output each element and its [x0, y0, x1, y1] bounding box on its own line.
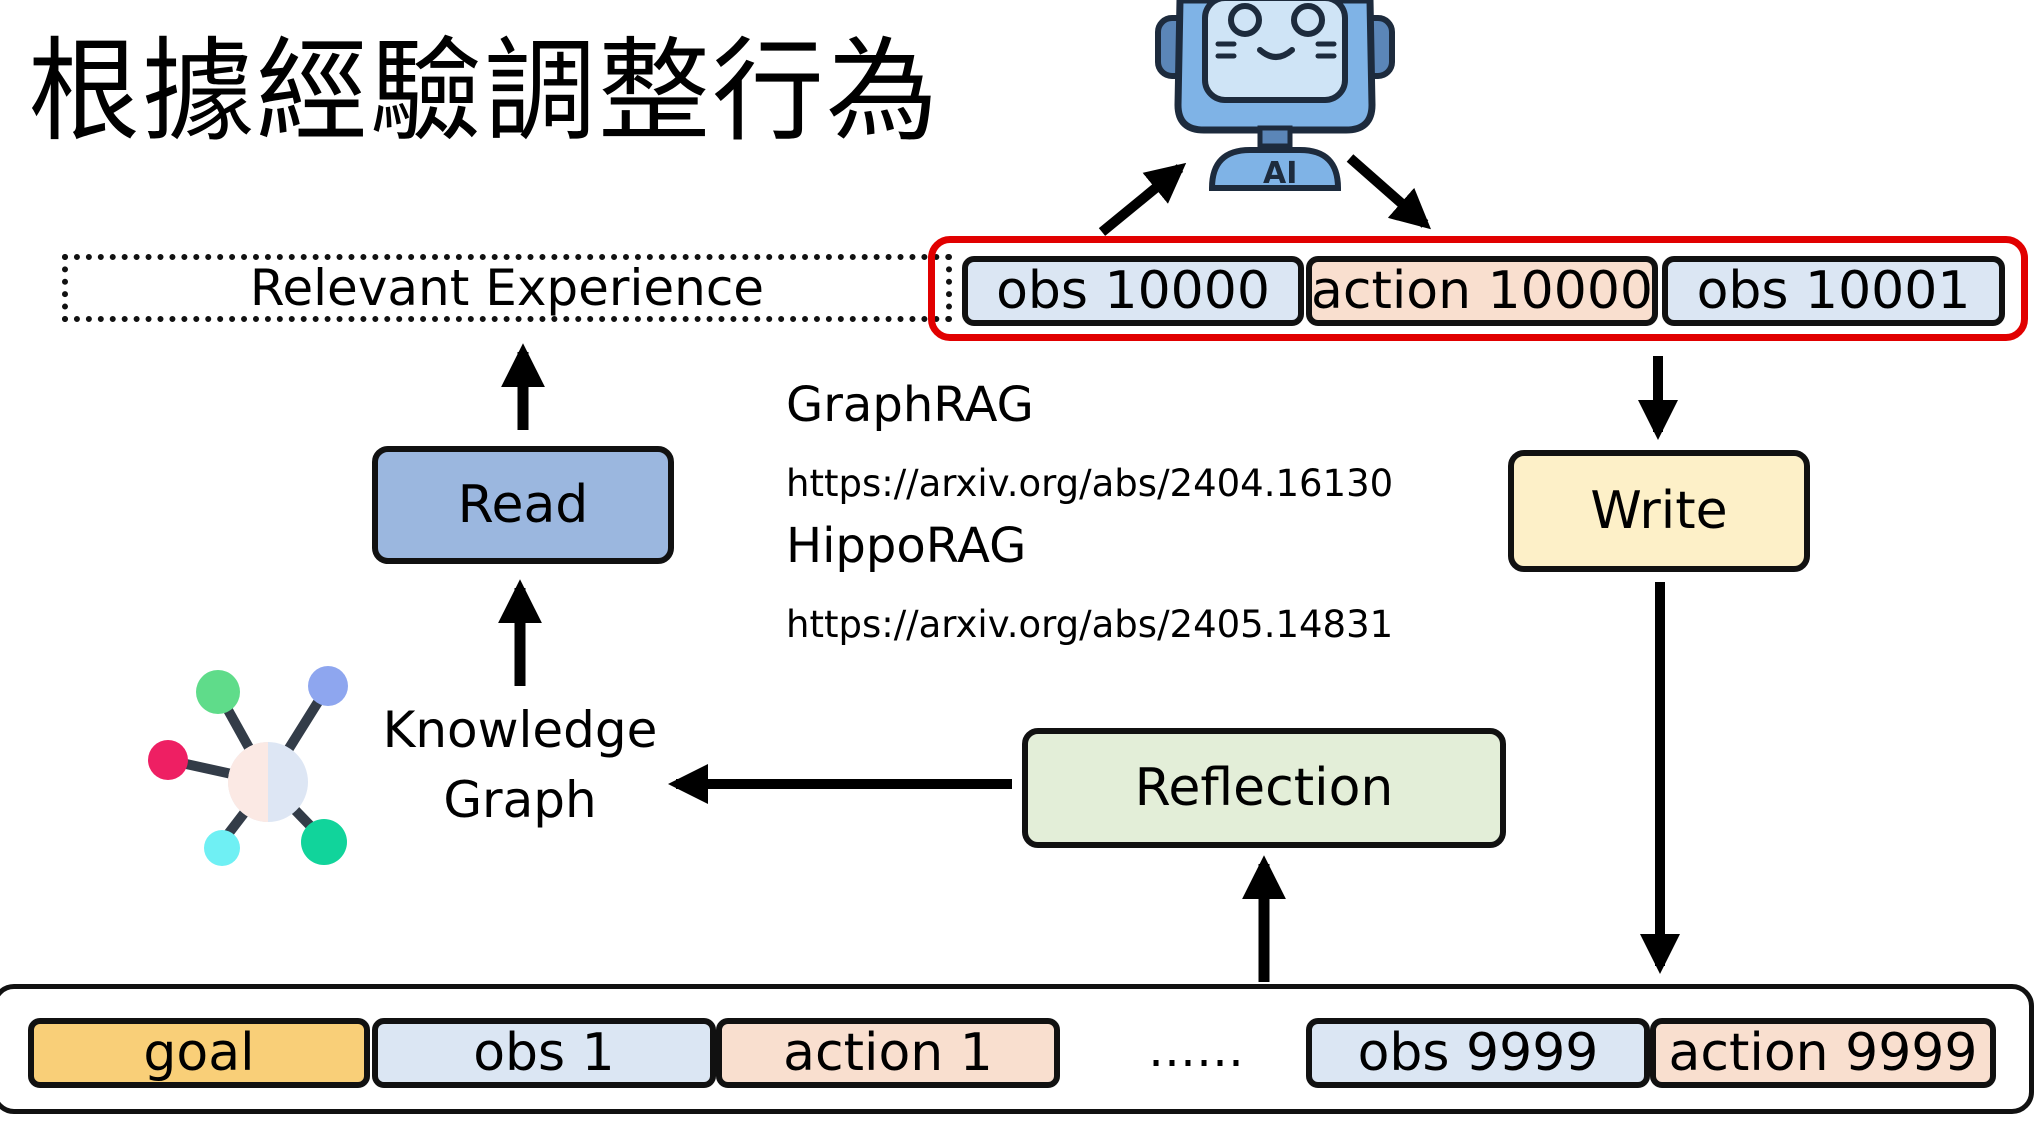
knowledge-graph-label: Knowledge Graph: [380, 695, 660, 835]
current-obs-label: obs 10000: [996, 261, 1270, 321]
write-label: Write: [1590, 481, 1728, 541]
memory-goal-box: goal: [28, 1018, 370, 1088]
page-title: 根據經驗調整行為: [28, 27, 940, 157]
memory-goal-label: goal: [143, 1023, 255, 1083]
relevant-experience-label: Relevant Experience: [249, 259, 765, 317]
memory-action1-box: action 1: [716, 1018, 1060, 1088]
current-action-label: action 10000: [1311, 261, 1654, 321]
reflection-label: Reflection: [1134, 758, 1394, 818]
reflection-box: Reflection: [1022, 728, 1506, 848]
knowledge-graph-icon: [148, 666, 348, 866]
read-label: Read: [457, 475, 589, 535]
robot-badge: AI: [1263, 156, 1297, 191]
memory-obs9999-label: obs 9999: [1357, 1023, 1599, 1083]
current-steps-highlight: [928, 236, 2028, 341]
ref-graphrag-name: GraphRAG: [786, 377, 1034, 433]
current-obs-box: obs 10000: [962, 256, 1304, 326]
memory-obs9999-box: obs 9999: [1306, 1018, 1650, 1088]
memory-action1-label: action 1: [783, 1023, 993, 1083]
write-box: Write: [1508, 450, 1810, 572]
memory-ellipsis: ……: [1148, 1022, 1244, 1078]
knowledge-graph-line2: Graph: [443, 771, 597, 829]
knowledge-graph-line1: Knowledge: [382, 701, 658, 759]
arrow-obs-to-robot: [1098, 162, 1187, 236]
memory-obs1-box: obs 1: [372, 1018, 716, 1088]
memory-action9999-label: action 9999: [1668, 1023, 1978, 1083]
relevant-experience-box: Relevant Experience: [62, 254, 952, 322]
memory-obs1-label: obs 1: [473, 1023, 615, 1083]
ref-hipporag-name: HippoRAG: [786, 518, 1027, 574]
current-action-box: action 10000: [1306, 256, 1658, 326]
robot-icon: AI: [1155, 0, 1395, 191]
ref-hipporag-url: https://arxiv.org/abs/2405.14831: [786, 603, 1394, 646]
next-obs-box: obs 10001: [1662, 256, 2005, 326]
read-box: Read: [372, 446, 674, 564]
arrow-robot-to-action: [1346, 154, 1432, 230]
memory-container: [0, 984, 2034, 1114]
memory-action9999-box: action 9999: [1650, 1018, 1996, 1088]
next-obs-label: obs 10001: [1696, 261, 1971, 321]
ref-graphrag-url: https://arxiv.org/abs/2404.16130: [786, 462, 1394, 505]
